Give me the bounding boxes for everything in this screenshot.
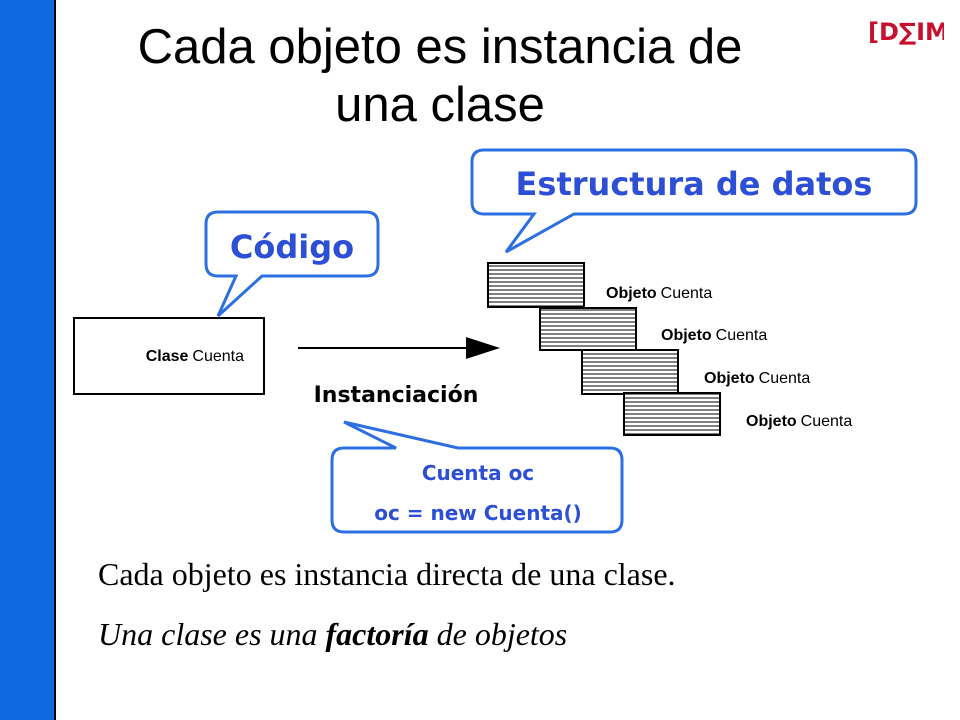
object-box-1 bbox=[487, 262, 585, 308]
code-line-1: Cuenta oc bbox=[422, 461, 534, 485]
dsim-logo: [D∑IM] bbox=[868, 18, 944, 46]
codigo-label: Código bbox=[230, 228, 354, 266]
code-callout: Cuenta oc oc = new Cuenta() bbox=[330, 420, 624, 534]
title-line-1: Cada objeto es instancia de bbox=[137, 20, 743, 74]
object-box-2 bbox=[539, 307, 637, 351]
body-line-2: Una clase es una factoría de objetos bbox=[98, 616, 568, 652]
factoria-emphasis: factoría bbox=[325, 616, 429, 652]
codigo-callout: Código bbox=[204, 210, 380, 318]
estructura-callout: Estructura de datos bbox=[470, 148, 918, 254]
object-box-3 bbox=[581, 349, 679, 395]
slide-title: Cada objeto es instancia de una clase bbox=[60, 18, 820, 134]
instanciacion-label: Instanciación bbox=[314, 383, 479, 408]
estructura-label: Estructura de datos bbox=[516, 165, 873, 203]
title-line-2: una clase bbox=[335, 78, 545, 132]
instantiation-arrow bbox=[298, 337, 500, 359]
left-accent-bar bbox=[0, 0, 56, 720]
object-box-4 bbox=[623, 392, 721, 436]
logo-text: [D∑IM] bbox=[868, 18, 944, 46]
body-line-1: Cada objeto es instancia directa de una … bbox=[98, 556, 676, 592]
code-line-2: oc = new Cuenta() bbox=[374, 501, 582, 525]
object-stack bbox=[487, 262, 721, 436]
